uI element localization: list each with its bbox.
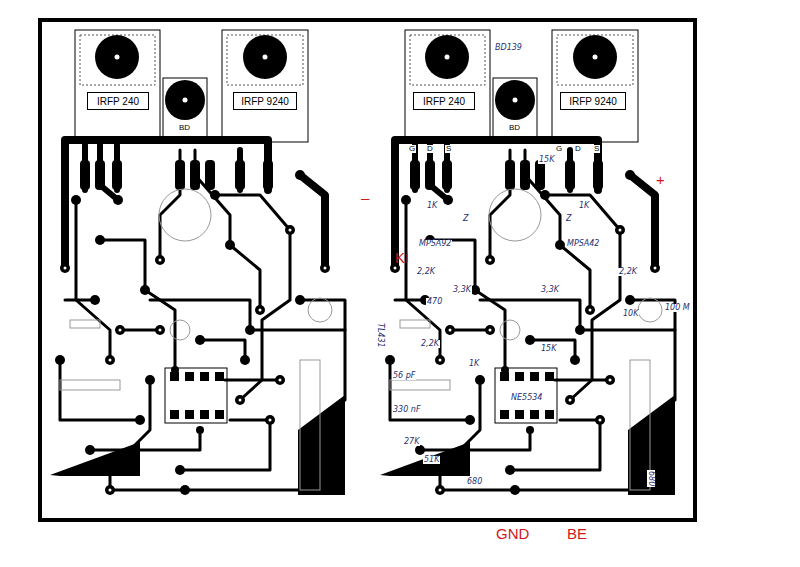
component-value: 3,3K	[452, 286, 472, 294]
component-value: 51K	[423, 456, 440, 464]
signal-name: KI	[394, 250, 410, 265]
component-value: 2,2K	[618, 268, 638, 276]
component-value: BD139	[494, 44, 523, 52]
component-value: Z	[565, 215, 572, 223]
signal-name: BE	[566, 526, 588, 541]
component-value: MPSA42	[566, 240, 600, 248]
component-value: NE5534	[510, 394, 543, 402]
component-value: Z	[462, 215, 469, 223]
component-value: 1K	[578, 202, 590, 210]
part-label-box: IRFP 240	[413, 92, 475, 110]
board-outline	[40, 20, 695, 520]
component-value: 1K	[426, 202, 438, 210]
part-name: IRFP 9240	[569, 96, 617, 107]
component-value: 100 M	[664, 304, 691, 312]
part-name: IRFP 240	[423, 96, 465, 107]
component-value: 27K	[403, 438, 420, 446]
pin-name: S	[593, 145, 600, 153]
component-value: 56 pF	[392, 372, 416, 380]
signal-name: GND	[495, 526, 530, 541]
part-name: IRFP 240	[97, 96, 139, 107]
component-value: 330 nF	[392, 406, 421, 414]
pin-name: D	[426, 145, 434, 153]
component-value: 680	[647, 470, 655, 487]
left-channel	[50, 30, 345, 495]
component-value: 2,2K	[420, 340, 440, 348]
component-value: 470	[426, 298, 443, 306]
pin-name: G	[555, 145, 563, 153]
component-value: MPSA92	[418, 240, 452, 248]
pin-name: D	[574, 145, 582, 153]
pin-name: BD	[508, 124, 521, 132]
pin-name: G	[408, 145, 416, 153]
component-value: 15K	[540, 345, 557, 353]
part-label-box: IRFP 9240	[560, 92, 626, 110]
component-value: 680	[466, 478, 483, 486]
right-channel	[380, 30, 675, 495]
part-name: IRFP 9240	[241, 96, 289, 107]
component-value: 2,2K	[416, 268, 436, 276]
part-label-box: IRFP 9240	[233, 92, 297, 110]
component-value: 1K	[468, 360, 480, 368]
component-value: 3,3K	[540, 286, 560, 294]
part-label-box: IRFP 240	[87, 92, 149, 110]
pin-name: S	[445, 145, 452, 153]
pin-name: BD	[178, 124, 191, 132]
signal-name: +	[655, 172, 666, 187]
signal-name: –	[360, 190, 370, 205]
component-value: 10K	[622, 310, 639, 318]
component-value: TL431	[376, 322, 384, 349]
component-value: 15K	[538, 156, 555, 164]
